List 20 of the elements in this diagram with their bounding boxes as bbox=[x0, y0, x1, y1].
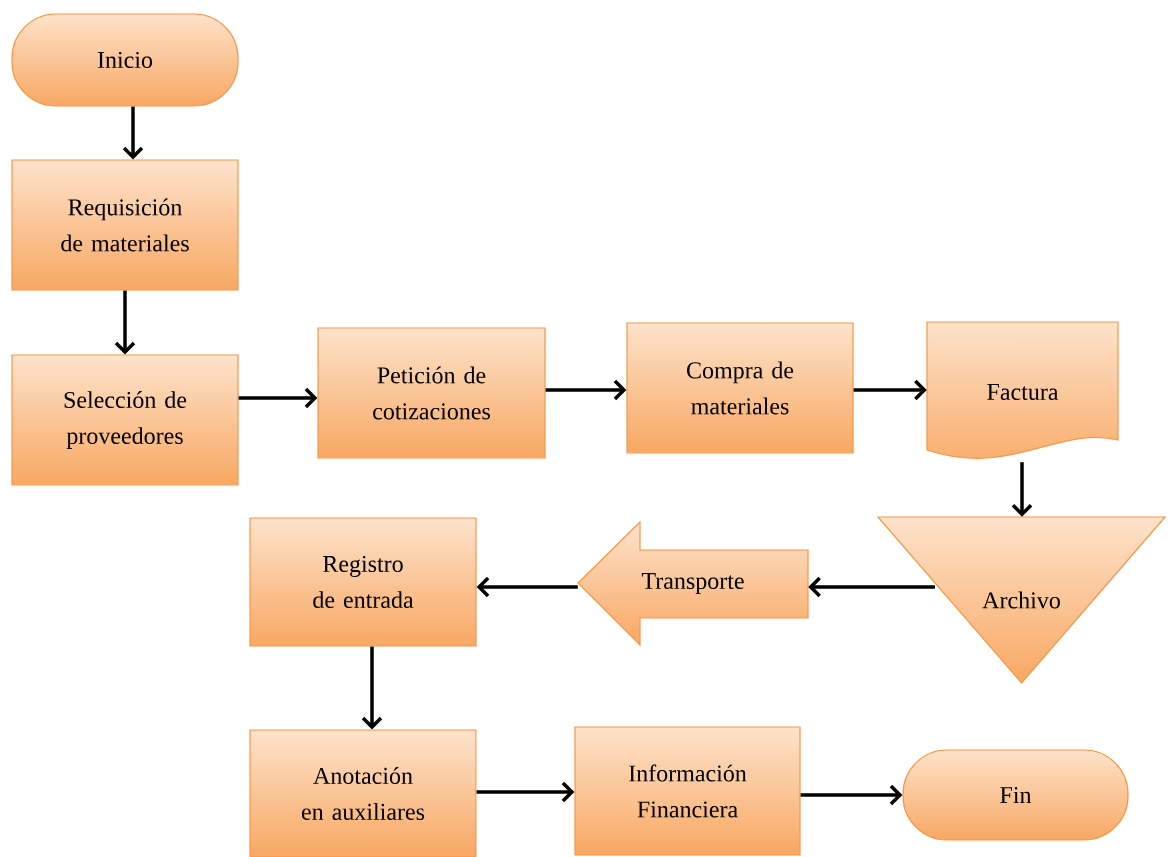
start-terminal: Inicio bbox=[11, 13, 239, 107]
process-box: Selección de proveedores bbox=[11, 354, 239, 486]
process-box: Anotación en auxiliares bbox=[249, 729, 477, 857]
arrow bbox=[1011, 462, 1033, 517]
arrow bbox=[545, 379, 627, 401]
arrow bbox=[800, 784, 903, 806]
process-box: Compra de materiales bbox=[626, 322, 854, 454]
arrow bbox=[853, 379, 927, 401]
process-box: Información Financiera bbox=[574, 726, 801, 856]
arrow bbox=[238, 387, 318, 409]
arrow bbox=[122, 106, 144, 160]
arrow bbox=[114, 290, 136, 355]
arrow bbox=[476, 781, 575, 803]
arrow bbox=[476, 576, 578, 598]
process-box: Registro de entrada bbox=[249, 517, 477, 647]
end-terminal: Fin bbox=[902, 749, 1129, 841]
arrow bbox=[361, 646, 383, 730]
process-box: Petición de cotizaciones bbox=[317, 327, 546, 459]
arrow bbox=[808, 576, 935, 598]
process-box: Requisición de materiales bbox=[11, 159, 239, 291]
